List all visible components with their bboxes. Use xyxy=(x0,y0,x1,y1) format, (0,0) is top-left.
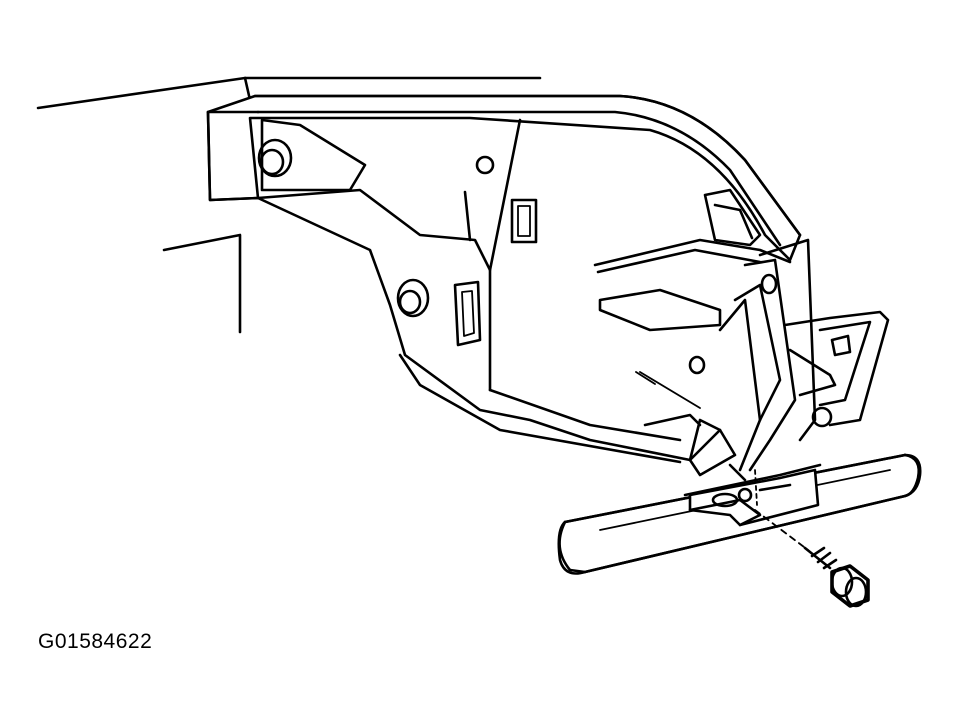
vehicle-body-outline xyxy=(36,76,542,334)
panel-slots xyxy=(453,198,538,347)
panel-hole-icon-2 xyxy=(688,355,706,375)
lower-slot xyxy=(453,280,482,347)
figure-id-label: G01584622 xyxy=(38,630,153,653)
upper-slot xyxy=(510,198,538,244)
clamp-hole-icon xyxy=(737,487,753,503)
tube-clamp-bracket xyxy=(683,463,822,527)
bolt-head-icon xyxy=(830,564,870,608)
upper-bolt-icon xyxy=(257,138,293,178)
latch-tab xyxy=(830,334,852,357)
mounting-bolt xyxy=(754,509,870,608)
alignment-lines xyxy=(635,371,758,506)
latch-nut-icon xyxy=(811,406,833,428)
lower-bolt-icon xyxy=(396,278,430,318)
panel-hole-icon xyxy=(475,155,495,175)
latch-assembly xyxy=(593,188,890,477)
mounting-bracket-panel xyxy=(206,94,802,464)
panel-fasteners xyxy=(257,138,706,375)
latch-hole-icon xyxy=(760,273,778,295)
